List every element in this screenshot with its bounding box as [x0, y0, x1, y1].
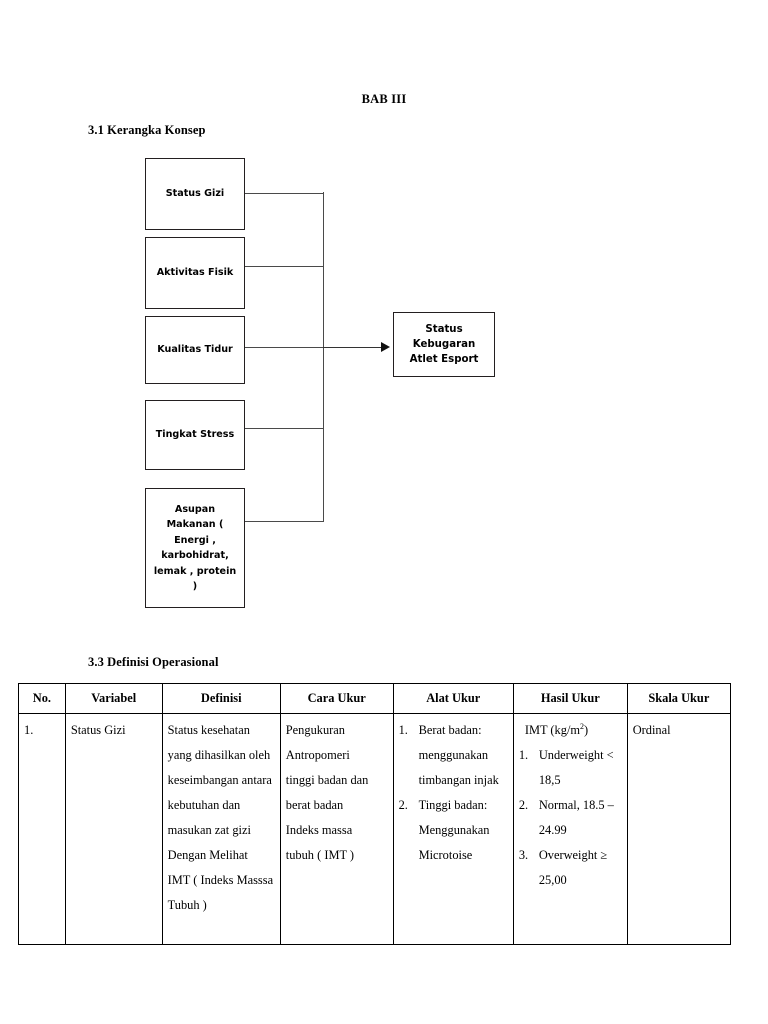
definisi-line: Dengan Melihat: [167, 848, 248, 862]
cara-ukur-line: Pengukuran: [285, 723, 345, 737]
table-header-row: No. Variabel Definisi Cara Ukur Alat Uku…: [18, 683, 732, 714]
outcome-label-line-1: Status: [425, 324, 463, 335]
definisi-line: Status kesehatan: [167, 723, 250, 737]
list-item: 1. Underweight < 18,5: [519, 743, 622, 793]
outcome-label-line-2: Kebugaran: [412, 339, 476, 350]
list-marker: 1.: [398, 723, 408, 737]
page-title: BAB III: [361, 92, 407, 106]
column-header-no: No.: [18, 683, 66, 714]
column-header-alat-ukur: Alat Ukur: [392, 683, 514, 714]
list-marker: 1.: [518, 748, 529, 762]
cell-alat-ukur: 1. Berat badan: menggunakan timbangan in…: [392, 713, 514, 945]
connector-kualitas-tidur: [245, 347, 324, 348]
concept-box-label: Status Gizi: [165, 188, 225, 200]
column-header-variabel: Variabel: [64, 683, 163, 714]
list-text: Overweight ≥ 25,00: [538, 848, 608, 887]
connector-vertical-spine: [323, 192, 324, 522]
list-item: 1. Berat badan: menggunakan timbangan in…: [399, 718, 508, 793]
list-marker: 3.: [518, 848, 529, 862]
section-heading-definisi-operasional: 3.3 Definisi Operasional: [88, 655, 219, 669]
hasil-ukur-lead: IMT (kg/m2): [519, 718, 622, 743]
table-row: 1. Status Gizi Status kesehatan yang dih…: [18, 713, 732, 945]
cara-ukur-line: Antropomeri: [285, 748, 350, 762]
definisi-line: kebutuhan dan: [167, 798, 241, 812]
concept-box-label: Kualitas Tidur: [157, 344, 233, 356]
list-marker: 2.: [518, 798, 529, 812]
column-header-skala-ukur: Skala Ukur: [626, 683, 732, 714]
definisi-line: masukan zat gizi: [167, 823, 251, 837]
list-item: 3. Overweight ≥ 25,00: [519, 843, 622, 893]
list-item: 2. Tinggi badan: Menggunakan Microtoise: [399, 793, 508, 868]
outcome-label-line-3: Atlet Esport: [409, 354, 479, 365]
concept-box-kualitas-tidur: Kualitas Tidur: [145, 316, 245, 384]
definisi-line: yang dihasilkan oleh: [167, 748, 271, 762]
column-header-cara-ukur: Cara Ukur: [279, 683, 394, 714]
definisi-line: IMT ( Indeks Masssa: [167, 873, 274, 887]
cara-ukur-line: tinggi badan dan: [285, 773, 369, 787]
connector-asupan-makanan: [245, 521, 324, 522]
definisi-lines: Status kesehatan yang dihasilkan oleh ke…: [168, 718, 275, 918]
concept-box-label: Tingkat Stress: [155, 429, 235, 441]
concept-box-aktivitas-fisik: Aktivitas Fisik: [145, 237, 245, 309]
connector-status-gizi: [245, 193, 324, 194]
arrow-line-to-outcome: [323, 347, 383, 348]
concept-box-status-kebugaran-atlet-esport: Status Kebugaran Atlet Esport: [393, 312, 495, 377]
alat-ukur-list: 1. Berat badan: menggunakan timbangan in…: [399, 718, 508, 868]
hasil-ukur-lead-superscript: 2: [580, 721, 585, 731]
concept-framework-diagram: Status Gizi Aktivitas Fisik Kualitas Tid…: [145, 158, 495, 608]
cell-definisi: Status kesehatan yang dihasilkan oleh ke…: [161, 713, 281, 945]
list-text: Normal, 18.5 – 24.99: [538, 798, 614, 837]
list-item: 2. Normal, 18.5 – 24.99: [519, 793, 622, 843]
definisi-line: Tubuh ): [167, 898, 207, 912]
concept-box-asupan-makanan: Asupan Makanan ( Energi , karbohidrat, l…: [145, 488, 245, 608]
concept-box-label: Asupan Makanan ( Energi , karbohidrat, l…: [153, 503, 237, 593]
list-text: Underweight < 18,5: [538, 748, 614, 787]
list-text: Berat badan: menggunakan timbangan injak: [418, 723, 499, 787]
list-text: Tinggi badan: Menggunakan Microtoise: [418, 798, 490, 862]
cell-cara-ukur: Pengukuran Antropomeri tinggi badan dan …: [279, 713, 394, 945]
column-header-hasil-ukur: Hasil Ukur: [512, 683, 628, 714]
connector-tingkat-stress: [245, 428, 324, 429]
cara-ukur-line: berat badan: [285, 798, 344, 812]
section-heading-kerangka-konsep: 3.1 Kerangka Konsep: [88, 123, 206, 137]
hasil-ukur-list: 1. Underweight < 18,5 2. Normal, 18.5 – …: [519, 743, 622, 893]
column-header-definisi: Definisi: [161, 683, 281, 714]
hasil-ukur-lead-suffix: ): [584, 723, 589, 737]
connector-aktivitas-fisik: [245, 266, 324, 267]
list-marker: 2.: [398, 798, 408, 812]
arrow-head-icon: [381, 342, 390, 352]
cell-variabel: Status Gizi: [64, 713, 163, 945]
definisi-line: keseimbangan antara: [167, 773, 272, 787]
cara-ukur-lines: Pengukuran Antropomeri tinggi badan dan …: [286, 718, 388, 868]
concept-box-tingkat-stress: Tingkat Stress: [145, 400, 245, 470]
definisi-operasional-table: No. Variabel Definisi Cara Ukur Alat Uku…: [18, 683, 732, 945]
cell-no: 1.: [18, 713, 66, 945]
cell-skala-ukur: Ordinal: [626, 713, 732, 945]
cell-hasil-ukur: IMT (kg/m2) 1. Underweight < 18,5 2. Nor…: [512, 713, 628, 945]
concept-box-status-gizi: Status Gizi: [145, 158, 245, 230]
cara-ukur-line: Indeks massa: [285, 823, 353, 837]
cara-ukur-line: tubuh ( IMT ): [285, 848, 355, 862]
concept-box-label: Aktivitas Fisik: [156, 267, 234, 279]
hasil-ukur-lead-prefix: IMT (kg/m: [524, 723, 581, 737]
